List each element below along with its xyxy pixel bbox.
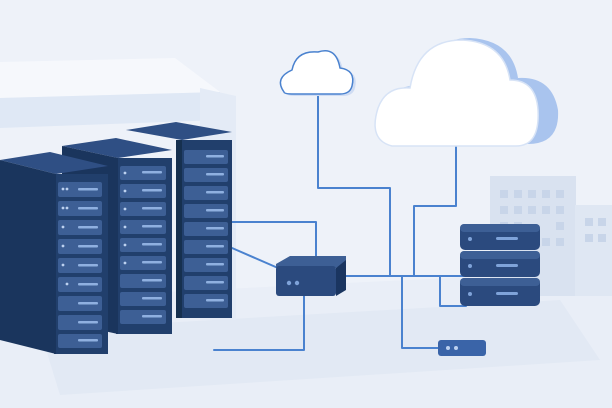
network-switch-icon — [276, 256, 346, 296]
connection-lines — [213, 91, 467, 351]
storage-server-stack-icon — [460, 224, 540, 306]
line-bus-to-storage — [439, 275, 467, 307]
line-rack-to-switch — [231, 221, 317, 263]
line-rack-to-switch-lower — [231, 247, 279, 269]
cloud-icon — [279, 50, 356, 96]
floor-shadow — [40, 300, 600, 395]
storage-unit-bottom — [460, 278, 540, 306]
cloud-icon-large — [374, 38, 559, 147]
network-device-icon — [438, 340, 486, 356]
storage-unit-top — [460, 224, 540, 250]
server-rack-icon — [0, 152, 108, 354]
line-to-device — [401, 275, 439, 349]
storage-unit-middle — [460, 251, 540, 277]
server-rack-icon — [126, 122, 232, 318]
line-switch-to-floor — [213, 295, 305, 351]
line-big-cloud — [413, 143, 457, 277]
line-small-cloud — [317, 91, 391, 277]
